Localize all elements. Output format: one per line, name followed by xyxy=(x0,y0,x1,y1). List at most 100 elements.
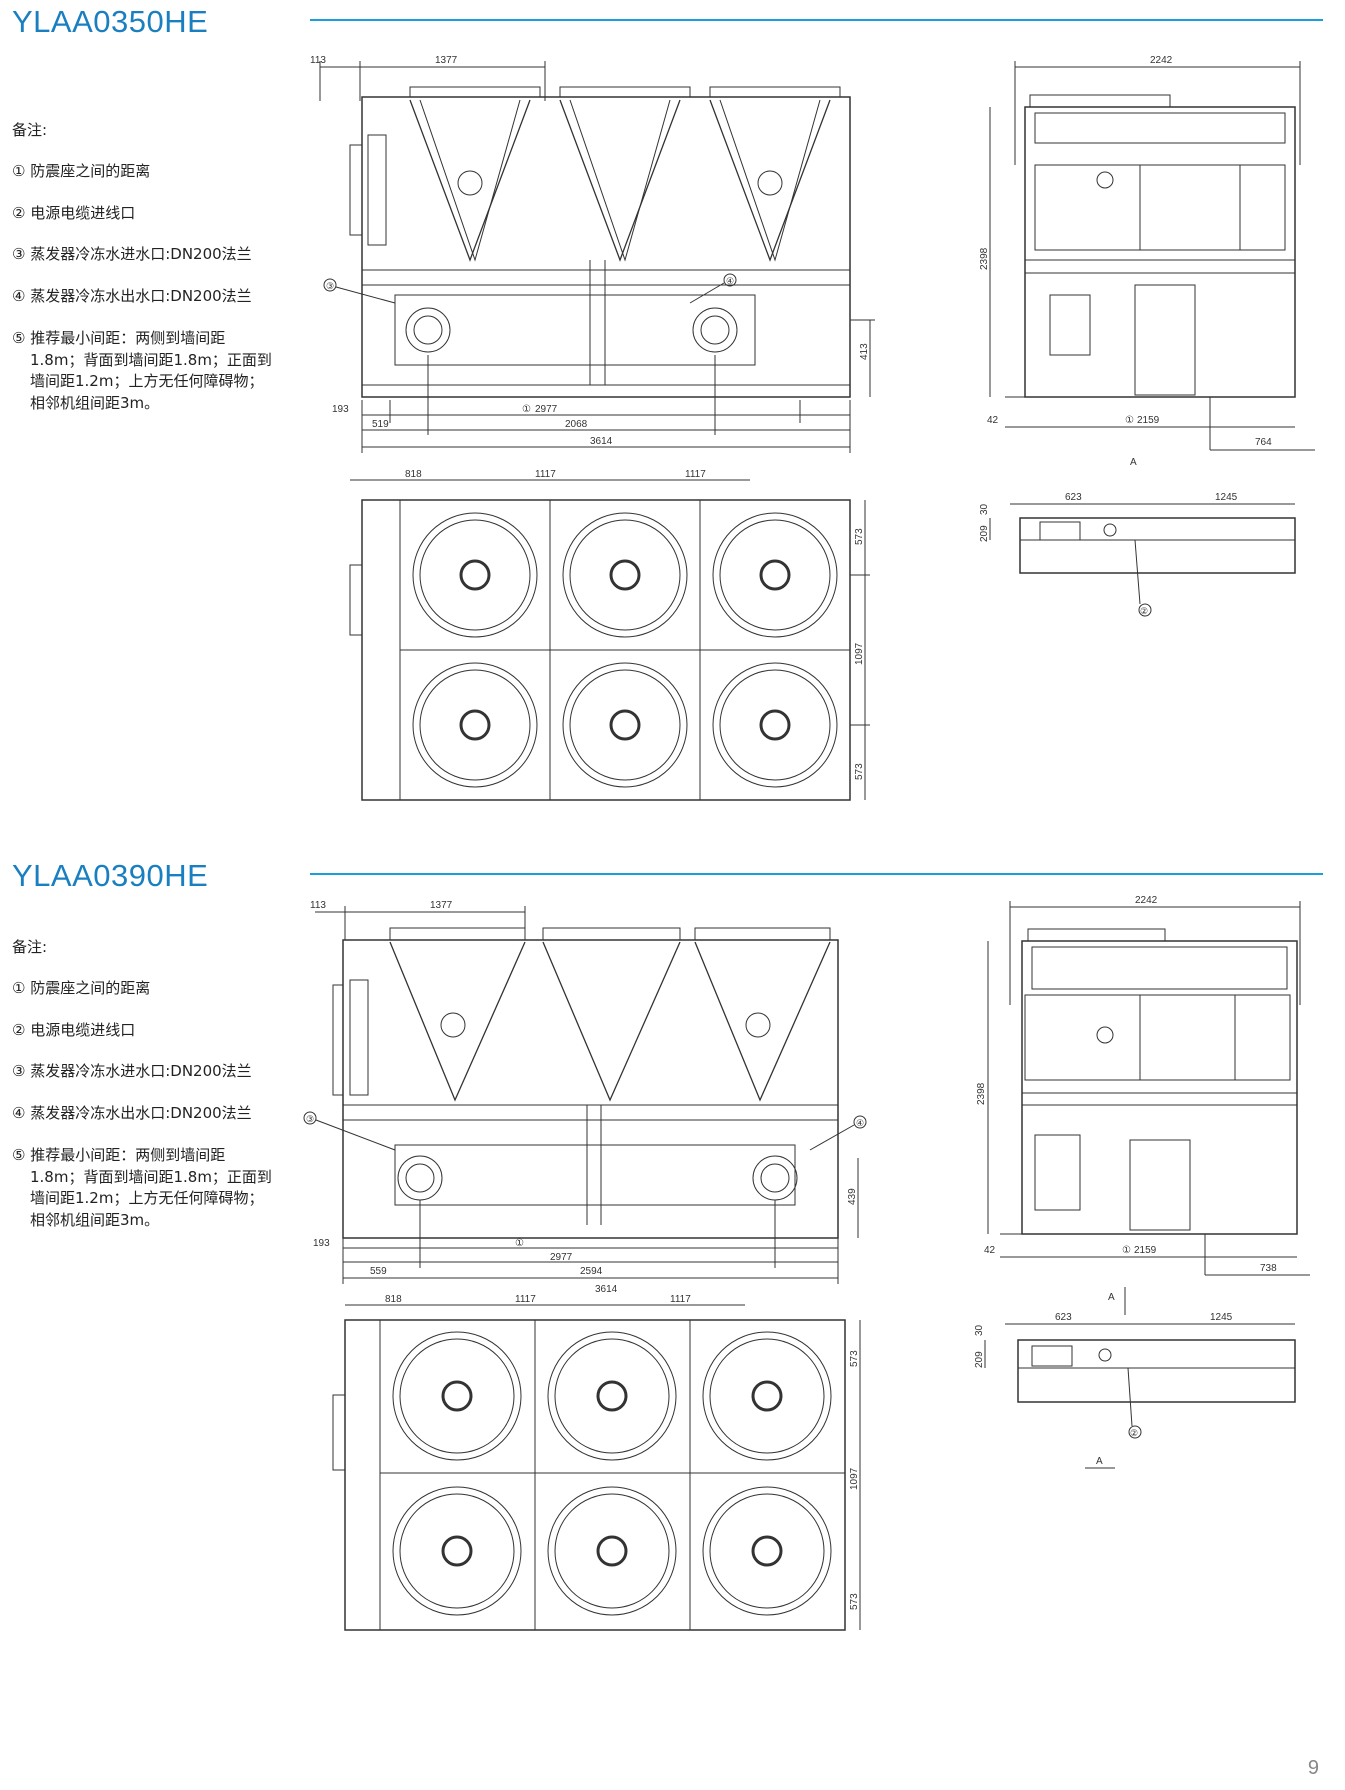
dim-113: 113 xyxy=(310,55,326,66)
callout-1: ① xyxy=(522,404,531,415)
note-2: ② 电源电缆进线口 xyxy=(12,1020,136,1039)
fan-5 xyxy=(547,1486,677,1616)
dim-1117-b: 1117 xyxy=(670,1294,691,1305)
dim-2068: 2068 xyxy=(565,419,588,430)
note-5-line-3: 墙间距1.2m；上方无任何障碍物； xyxy=(30,372,264,391)
side-elevation-2: 2242 2398 42 ① 2159 738 A xyxy=(976,895,1310,1315)
dim-2398: 2398 xyxy=(976,1082,987,1105)
dim-623: 623 xyxy=(1065,492,1082,503)
dim-573-b: 573 xyxy=(854,763,865,780)
note-1: ① 防震座之间的距离 xyxy=(12,161,151,180)
fan-4 xyxy=(412,662,538,788)
fan-6 xyxy=(702,1486,832,1616)
note-3: ③ 蒸发器冷冻水进水口:DN200法兰 xyxy=(12,245,252,264)
dim-2159: 2159 xyxy=(1134,1245,1157,1256)
dim-1245: 1245 xyxy=(1215,492,1238,503)
dim-1245: 1245 xyxy=(1210,1312,1233,1323)
header-rule-2 xyxy=(310,873,1323,875)
note-5-line-2: 1.8m；背面到墙间距1.8m；正面到 xyxy=(30,350,272,369)
top-view-2: 818 1117 1117 573 1097 573 xyxy=(332,1294,861,1631)
model-title-2: YLAA0390HE xyxy=(12,858,209,893)
dim-42: 42 xyxy=(987,415,999,426)
dim-3614: 3614 xyxy=(595,1284,618,1295)
note-5-line-2: 1.8m；背面到墙间距1.8m；正面到 xyxy=(30,1167,272,1186)
front-elevation-1: 113 1377 193 2977 ① 519 2068 3614 413 ③ … xyxy=(310,55,875,453)
section-mark-a: A xyxy=(1130,457,1137,468)
callout-1: ① xyxy=(515,1238,524,1249)
dim-738: 738 xyxy=(1260,1263,1277,1274)
dim-42: 42 xyxy=(984,1245,996,1256)
fan-6 xyxy=(712,662,838,788)
dim-818: 818 xyxy=(385,1294,402,1305)
page-number: 9 xyxy=(1307,1757,1319,1779)
note-4: ④ 蒸发器冷冻水出水口:DN200法兰 xyxy=(12,1104,252,1122)
dim-2242: 2242 xyxy=(1135,895,1158,906)
note-1: ① 防震座之间的距离 xyxy=(12,978,151,997)
note-5-line-4: 相邻机组间距3m。 xyxy=(30,394,160,412)
dim-573-b: 573 xyxy=(849,1593,860,1610)
header-rule-1 xyxy=(310,19,1323,21)
note-5-line-1: ⑤ 推荐最小间距：两侧到墙间距 xyxy=(12,328,226,347)
callout-3: ③ xyxy=(326,281,334,291)
note-5-line-4: 相邻机组间距3m。 xyxy=(30,1211,160,1229)
top-view-1: 818 1117 1117 573 1097 573 xyxy=(349,469,870,801)
note-2: ② 电源电缆进线口 xyxy=(12,203,136,222)
dim-439: 439 xyxy=(847,1188,858,1205)
dim-2159: 2159 xyxy=(1137,415,1160,426)
section-mark-a: A xyxy=(1108,1292,1115,1303)
fan-3 xyxy=(712,512,838,638)
callout-2: ② xyxy=(1130,1428,1138,1438)
fan-1 xyxy=(392,1331,522,1461)
dim-2977: 2977 xyxy=(535,404,558,415)
fan-3 xyxy=(702,1331,832,1461)
base-detail-1: 623 1245 30 209 ② xyxy=(979,492,1296,617)
dim-573-a: 573 xyxy=(854,528,865,545)
note-4: ④ 蒸发器冷冻水出水口:DN200法兰 xyxy=(12,287,252,305)
dim-1377: 1377 xyxy=(430,900,453,911)
side-elevation-1: 2242 2398 42 ① 2159 764 A xyxy=(979,55,1315,468)
note-5-line-3: 墙间距1.2m；上方无任何障碍物； xyxy=(30,1189,264,1208)
fan-5 xyxy=(562,662,688,788)
callout-3: ③ xyxy=(306,1114,314,1124)
callout-2: ② xyxy=(1140,606,1148,616)
dim-30: 30 xyxy=(974,1324,985,1336)
dim-573-a: 573 xyxy=(849,1350,860,1367)
callout-1-side: ① xyxy=(1122,1245,1131,1256)
front-elevation-2: 113 1377 193 ① 2977 559 2594 3614 439 ③ … xyxy=(303,900,867,1295)
notes-2: 备注: ① 防震座之间的距离 ② 电源电缆进线口 ③ 蒸发器冷冻水进水口:DN2… xyxy=(12,937,282,1232)
dim-1117-b: 1117 xyxy=(685,469,706,480)
dim-209: 209 xyxy=(979,525,990,542)
dim-209: 209 xyxy=(974,1351,985,1368)
dim-1117-a: 1117 xyxy=(515,1294,536,1305)
model-title-1: YLAA0350HE xyxy=(12,4,209,39)
callout-1-side: ① xyxy=(1125,415,1134,426)
dim-2242: 2242 xyxy=(1150,55,1173,66)
notes-title: 备注: xyxy=(12,938,48,956)
dim-1097: 1097 xyxy=(849,1467,860,1490)
callout-4: ④ xyxy=(726,276,734,286)
dim-519: 519 xyxy=(372,419,389,430)
base-detail-2: 623 1245 30 209 ② A xyxy=(974,1312,1296,1469)
dim-193: 193 xyxy=(332,404,349,415)
dim-2594: 2594 xyxy=(580,1266,603,1277)
dim-113: 113 xyxy=(310,900,326,911)
dim-764: 764 xyxy=(1255,437,1272,448)
dim-559: 559 xyxy=(370,1266,387,1277)
fan-1 xyxy=(412,512,538,638)
notes-title: 备注: xyxy=(12,121,48,139)
dim-1117-a: 1117 xyxy=(535,469,556,480)
dim-193: 193 xyxy=(313,1238,330,1249)
callout-4: ④ xyxy=(856,1118,864,1128)
fan-4 xyxy=(392,1486,522,1616)
fan-2 xyxy=(562,512,688,638)
dim-1377: 1377 xyxy=(435,55,458,66)
dim-30: 30 xyxy=(979,503,990,515)
dim-2977: 2977 xyxy=(550,1252,573,1263)
dim-2398: 2398 xyxy=(979,247,990,270)
dim-3614: 3614 xyxy=(590,436,613,447)
fan-2 xyxy=(547,1331,677,1461)
dim-413: 413 xyxy=(859,343,870,360)
dim-1097: 1097 xyxy=(854,642,865,665)
dim-818: 818 xyxy=(405,469,422,480)
dim-623: 623 xyxy=(1055,1312,1072,1323)
